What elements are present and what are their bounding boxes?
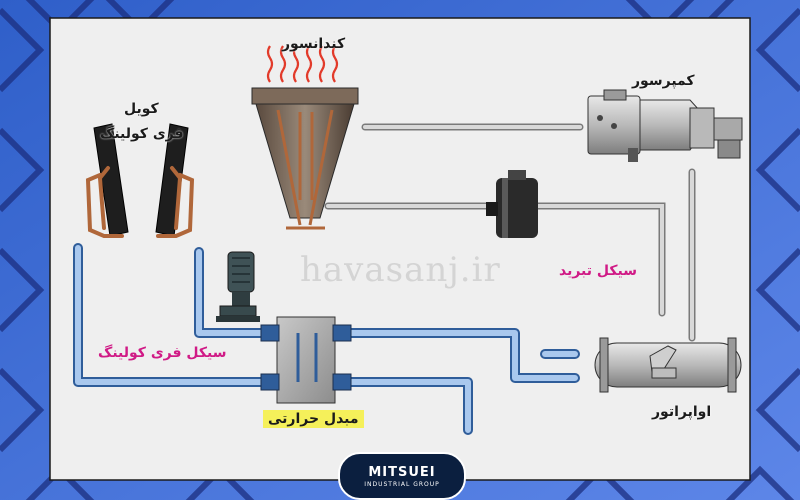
refrigerant-lines <box>324 123 696 342</box>
circulation-pump <box>216 251 260 322</box>
logo-subtitle: INDUSTRIAL GROUP <box>364 480 440 488</box>
water-lines <box>73 243 580 435</box>
watermark: havasanj.ir <box>300 250 501 290</box>
heat-exchanger-label: مبدل حرارتی <box>263 410 364 428</box>
coil-label-line1: کویل <box>124 101 159 117</box>
condenser-unit <box>251 45 359 230</box>
heat-waves-icon <box>266 45 339 83</box>
condenser-label: کندانسور <box>282 36 346 52</box>
free-cooling-cycle-label: سیکل فری کولینگ <box>98 345 227 361</box>
logo-name: MITSUEI <box>368 464 436 480</box>
refrigeration-cycle-label: سیکل تبرید <box>559 263 638 279</box>
free-cooling-coils <box>85 123 195 238</box>
evaporator-unit <box>594 337 742 393</box>
coil-label-line2: فری کولینگ <box>100 126 184 142</box>
compressor-unit <box>587 89 743 162</box>
evaporator-label: اواپراتور <box>652 404 712 420</box>
diagram-panel <box>49 17 751 481</box>
mitsuei-logo: MITSUEI INDUSTRIAL GROUP <box>338 452 466 500</box>
compressor-label: کمپرسور <box>632 73 695 89</box>
heat-exchanger-unit <box>260 316 352 404</box>
receiver-tank <box>486 170 538 238</box>
